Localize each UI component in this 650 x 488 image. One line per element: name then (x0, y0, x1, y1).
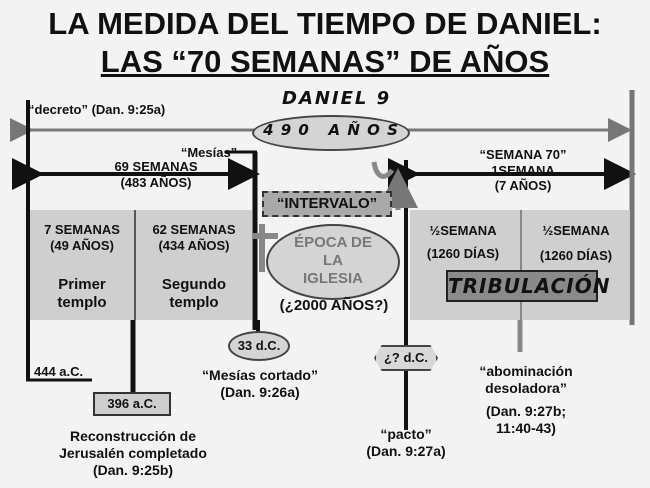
half1-label: ½SEMANA (429, 223, 497, 238)
seg1-weeks: 7 SEMANAS (44, 222, 120, 237)
week-70-label: “SEMANA 70” (479, 147, 567, 162)
note-cortado-2: (Dan. 9:26a) (220, 384, 300, 400)
note-abominacion-2: desoladora” (485, 380, 567, 396)
marker-396-bc: 396 a.C. (93, 392, 171, 416)
title-line-2: LAS “70 SEMANAS” DE AÑOS (0, 44, 650, 80)
half2-days: (1260 DÍAS) (539, 248, 613, 263)
title-line-1: LA MEDIDA DEL TIEMPO DE DANIEL: (48, 6, 602, 41)
years-490-label: 4 9 0 A Ñ O S (263, 121, 399, 139)
segment-7-weeks (30, 210, 136, 320)
seg2-temple-1: Segundo (161, 276, 227, 293)
seg1-years: (49 AÑOS) (50, 238, 114, 253)
daniel-9-label: DANIEL 9 (282, 88, 392, 109)
note-pacto-1: “pacto” (380, 426, 432, 442)
marker-unknown-ad: ¿? d.C. (374, 345, 438, 371)
note-abominacion-3: (Dan. 9:27b; (485, 403, 567, 419)
note-abominacion-4: 11:40-43) (496, 420, 556, 436)
seg2-years: (434 AÑOS) (158, 238, 230, 253)
marker-33-ad: 33 d.C. (228, 331, 290, 361)
seg1-temple-2: templo (57, 294, 107, 311)
iglesia-years: (¿2000 AÑOS?) (279, 297, 389, 314)
years-490-ellipse (252, 115, 410, 151)
note-cortado-1: “Mesías cortado” (202, 367, 318, 383)
half2-label: ½SEMANA (542, 223, 610, 238)
span-69-years: (483 AÑOS) (120, 175, 192, 190)
span-69-label: 69 SEMANAS (114, 159, 198, 174)
note-pacto-2: (Dan. 9:27a) (366, 443, 446, 459)
intervalo-box: “INTERVALO” (262, 191, 392, 217)
iglesia-ellipse (266, 224, 400, 300)
week-70-sub: 1SEMANA (491, 163, 555, 178)
note-abominacion-1: “abominación (479, 363, 573, 379)
marker-444-bc: 444 a.C. (34, 364, 84, 379)
note-reconstruccion-1: Reconstrucción de (69, 428, 197, 444)
title-line-2-text: LAS “70 SEMANAS” DE AÑOS (100, 44, 550, 79)
week-70-years: (7 AÑOS) (494, 178, 552, 193)
decreto-label: “decreto” (Dan. 9:25a) (28, 102, 166, 117)
iglesia-line-3: IGLESIA (302, 270, 363, 287)
iglesia-line-2: LA (323, 252, 343, 269)
seg1-temple-1: Primer (58, 276, 106, 293)
mesias-label: “Mesías” (180, 145, 238, 160)
tribulacion-box: TRIBULACIÓN (446, 270, 609, 302)
note-reconstruccion-3: (Dan. 9:25b) (92, 462, 174, 478)
seg2-weeks: 62 SEMANAS (152, 222, 236, 237)
half1-days: (1260 DÍAS) (426, 246, 500, 261)
segment-62-weeks (136, 210, 252, 320)
seg2-temple-2: templo (169, 294, 219, 311)
note-reconstruccion-2: Jerusalén completado (59, 445, 207, 461)
iglesia-line-1: ÉPOCA DE (294, 234, 372, 251)
rapture-hook (371, 161, 395, 179)
